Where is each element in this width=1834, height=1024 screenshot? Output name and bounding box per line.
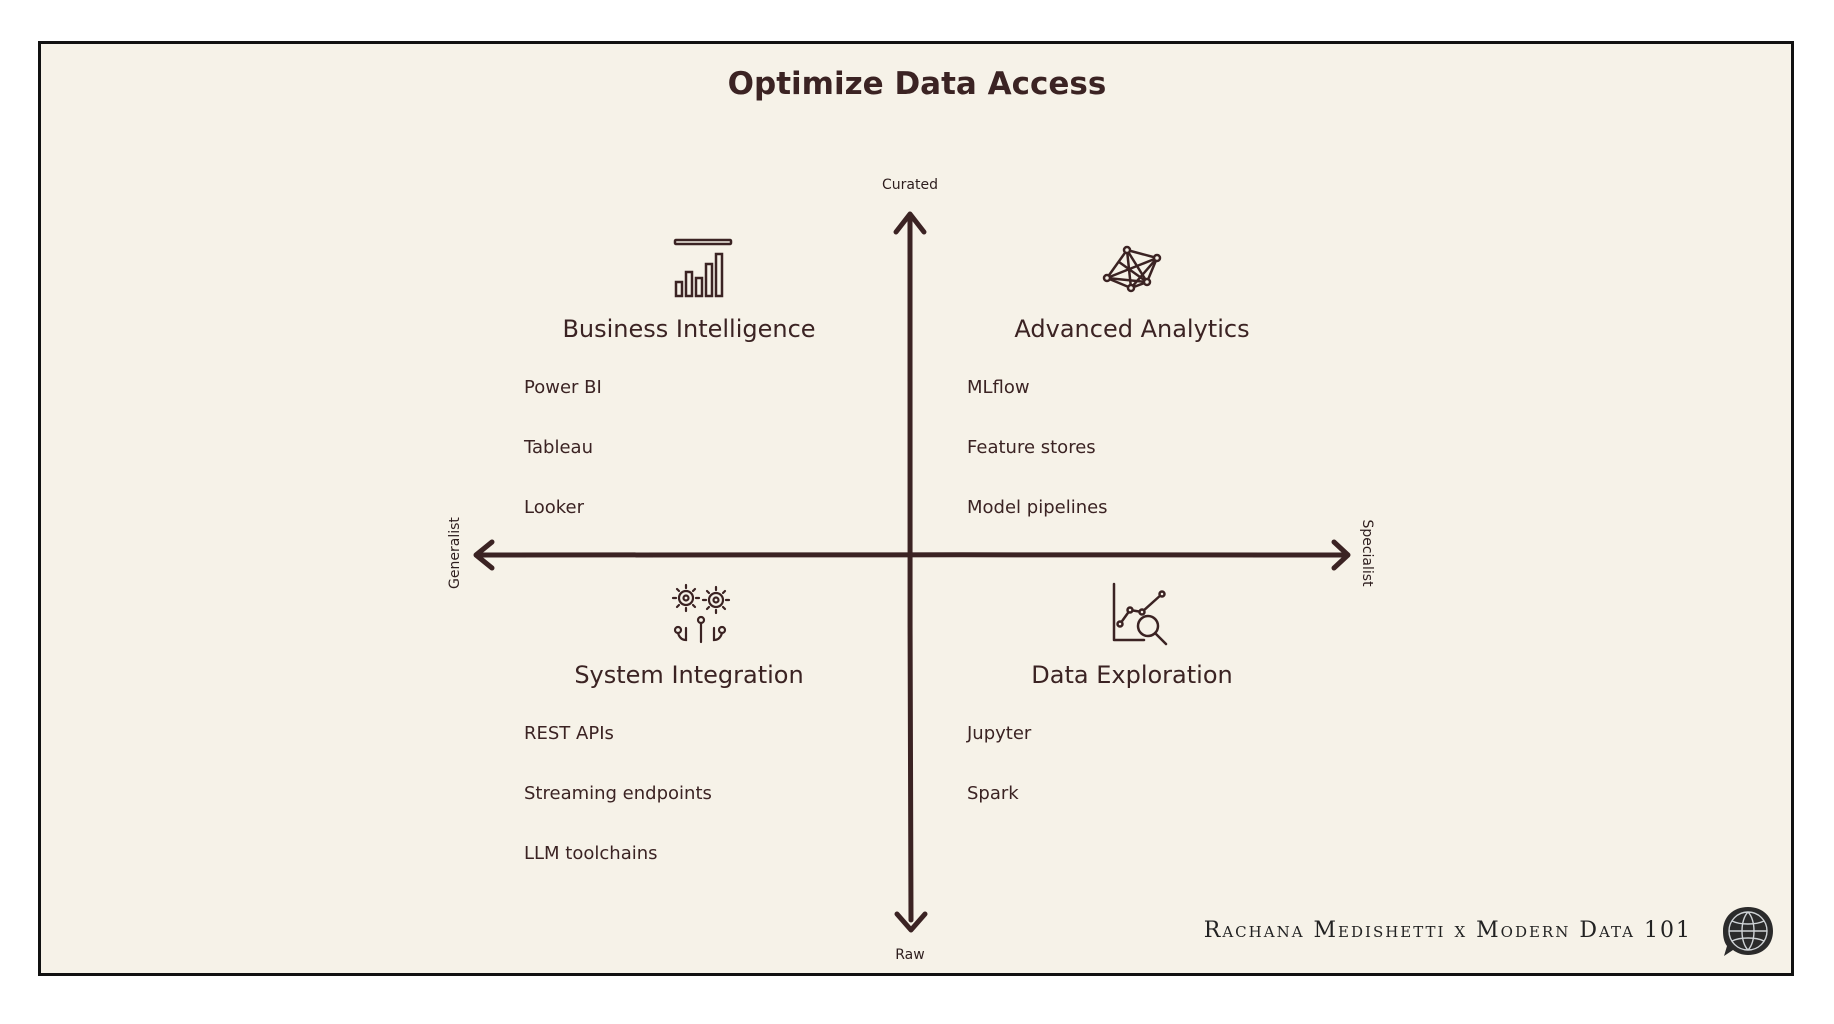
chart-magnifier-icon (1112, 582, 1168, 646)
arrow-left (473, 539, 495, 571)
quadrant-title-system-integration: System Integration (574, 661, 804, 689)
bar-chart-icon (673, 238, 733, 298)
list-item: Spark (967, 783, 1019, 804)
footer-credit: Rachana Medishetti x Modern Data 101 (1203, 918, 1692, 943)
list-item: MLflow (967, 377, 1030, 398)
list-item: Streaming endpoints (524, 783, 712, 804)
vertical-axis (907, 215, 914, 923)
page-title: Optimize Data Access (727, 66, 1107, 102)
quadrant-list-system-integration: REST APIs Streaming endpoints LLM toolch… (524, 722, 712, 902)
list-item: Jupyter (967, 723, 1032, 744)
quadrant-title-data-exploration: Data Exploration (1031, 661, 1233, 689)
list-item: Model pipelines (967, 497, 1108, 518)
arrow-up (893, 211, 927, 235)
network-graph-icon (1102, 245, 1162, 293)
list-item: Looker (524, 497, 584, 518)
axis-label-specialist: Specialist (1359, 519, 1375, 587)
axis-label-raw: Raw (895, 947, 925, 963)
axis-label-generalist: Generalist (447, 517, 463, 589)
quadrant-list-data-exploration: Jupyter Spark (967, 722, 1031, 842)
quadrant-list-advanced-analytics: MLflow Feature stores Model pipelines (967, 376, 1108, 556)
arrow-right (1331, 539, 1351, 571)
arrow-down (894, 911, 928, 933)
quadrant-list-business-intelligence: Power BI Tableau Looker (524, 376, 602, 556)
list-item: Tableau (524, 437, 593, 458)
list-item: LLM toolchains (524, 843, 658, 864)
list-item: Power BI (524, 377, 602, 398)
axis-label-curated: Curated (882, 177, 938, 193)
quadrant-title-business-intelligence: Business Intelligence (562, 315, 816, 343)
gears-icon (671, 583, 731, 644)
horizontal-axis (477, 551, 1349, 558)
list-item: REST APIs (524, 723, 614, 744)
quadrant-title-advanced-analytics: Advanced Analytics (1014, 315, 1250, 343)
list-item: Feature stores (967, 437, 1096, 458)
slide-frame (38, 41, 1794, 976)
globe-chat-logo-icon (1723, 907, 1773, 956)
